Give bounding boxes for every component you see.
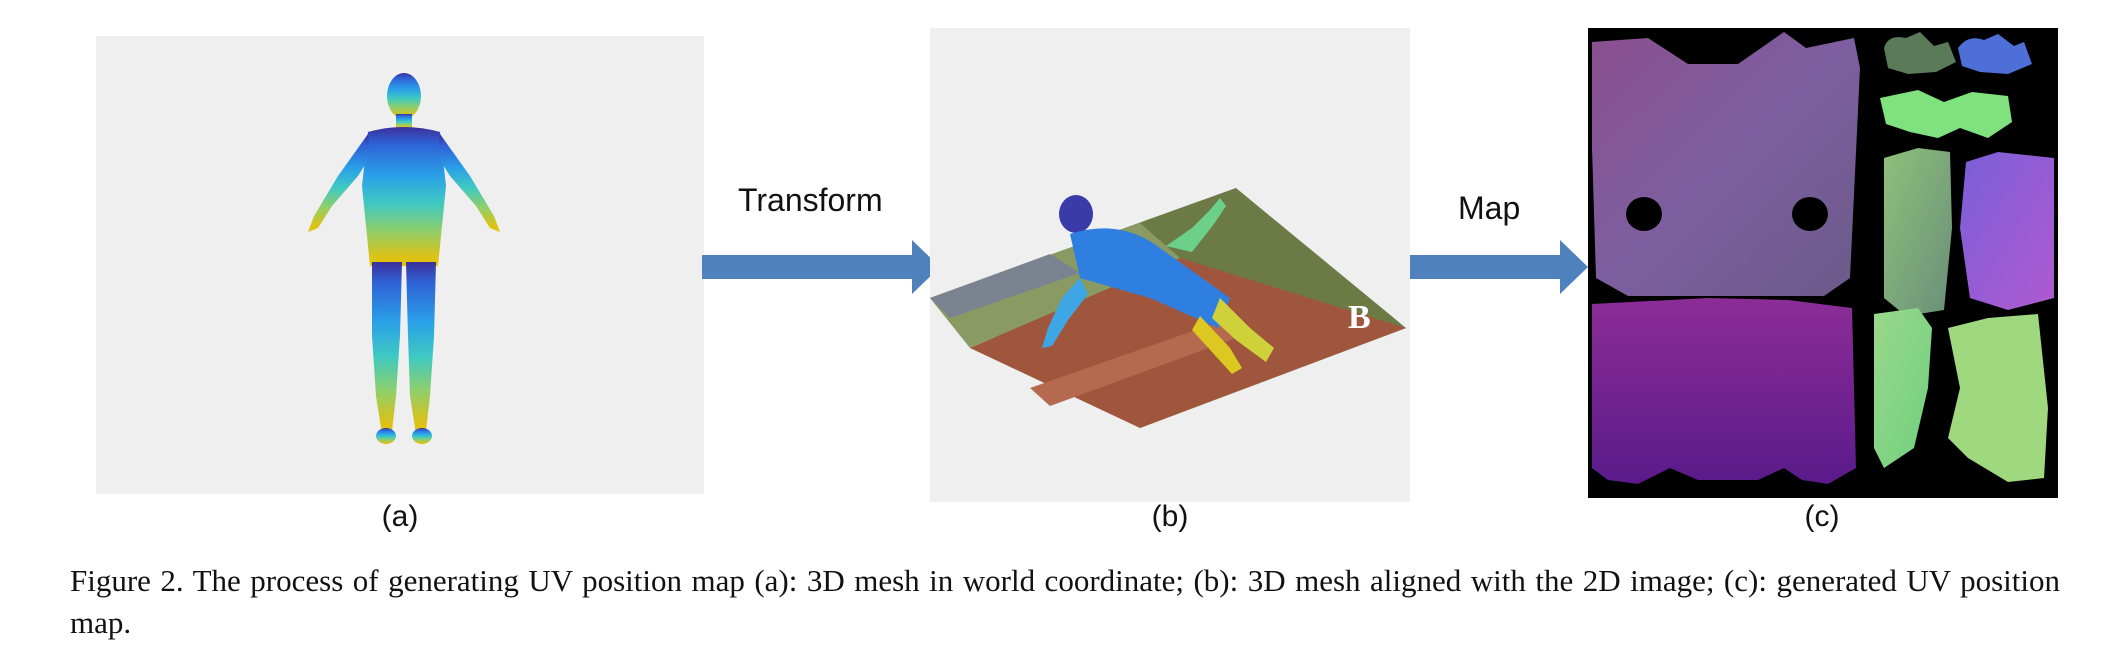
aligned-image-illustration: B bbox=[930, 188, 1406, 428]
caption-prefix: Figure 2. bbox=[70, 563, 184, 598]
mesh-figure-illustration bbox=[308, 73, 500, 444]
panel-b-mesh-aligned: B bbox=[930, 28, 1410, 502]
figure-caption: Figure 2. The process of generating UV p… bbox=[70, 560, 2060, 644]
uv-position-map bbox=[1592, 32, 2054, 484]
panel-b-label: (b) bbox=[1151, 500, 1189, 533]
panel-a-label: (a) bbox=[381, 500, 419, 533]
transform-arrow-label: Transform bbox=[738, 182, 883, 218]
transform-arrow bbox=[702, 240, 940, 294]
map-arrow bbox=[1410, 240, 1588, 294]
caption-text: The process of generating UV position ma… bbox=[70, 563, 2061, 640]
map-arrow-label: Map bbox=[1458, 190, 1521, 226]
panel-c-label: (c) bbox=[1804, 500, 1840, 533]
panel-c-uv-map bbox=[1588, 28, 2058, 498]
panel-a-mesh-world bbox=[96, 36, 704, 494]
bib-letter: B bbox=[1348, 299, 1371, 336]
